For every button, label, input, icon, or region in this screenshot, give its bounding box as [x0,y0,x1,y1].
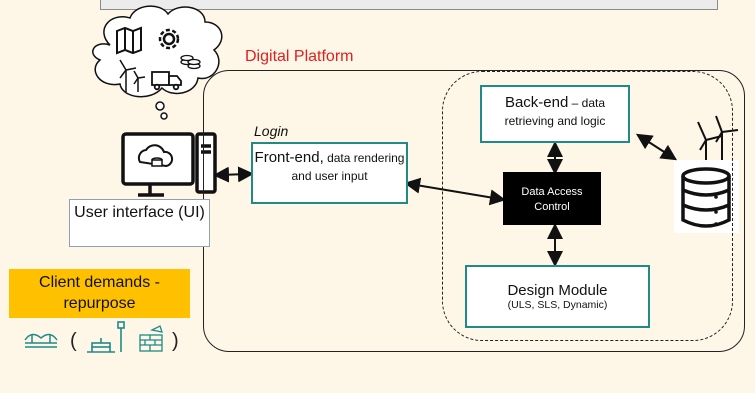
arrow-frontend-dac [404,177,506,206]
design-module-title: Design Module [507,282,608,299]
design-module-box: Design Module (ULS, SLS, Dynamic) [465,265,650,328]
design-module-detail: (ULS, SLS, Dynamic) [507,299,608,311]
open-paren: ( [70,330,77,352]
close-paren: ) [172,330,179,352]
connector-arrows [213,133,678,267]
user-interface-box: User interface (UI) [69,199,210,247]
lamp-icon [117,321,125,352]
backend-title: Back-end [504,94,569,111]
arrow-backend-database [635,133,678,161]
top-bar [100,0,718,10]
backend-boundary [442,71,733,341]
gear-icon [158,28,180,50]
bridge-icon [24,333,58,348]
map-icon [116,26,142,55]
backend-box: Back-end – data retrieving and logic [480,85,630,143]
frontend-detail: data rendering and user input [291,151,405,183]
bench-icon [87,338,115,353]
arrow-ui-frontend [213,166,254,183]
digital-platform-label: Digital Platform [245,48,354,65]
login-label: Login [254,123,289,139]
data-access-control-box: Data Access Control [503,172,601,225]
database-icon [674,160,739,233]
computer-icon [121,132,217,197]
truck-icon [151,71,182,91]
wall-icon [139,325,163,352]
backend-detail: – data retrieving and logic [504,96,606,128]
frontend-title: Front-end, [254,149,324,166]
frontend-box: Front-end, data rendering and user input [251,142,408,204]
wind-turbine-icon [697,115,739,162]
client-demands-box: Client demands - repurpose [9,269,190,318]
wind-turbine-icon [119,59,146,92]
coins-icon [180,54,201,70]
